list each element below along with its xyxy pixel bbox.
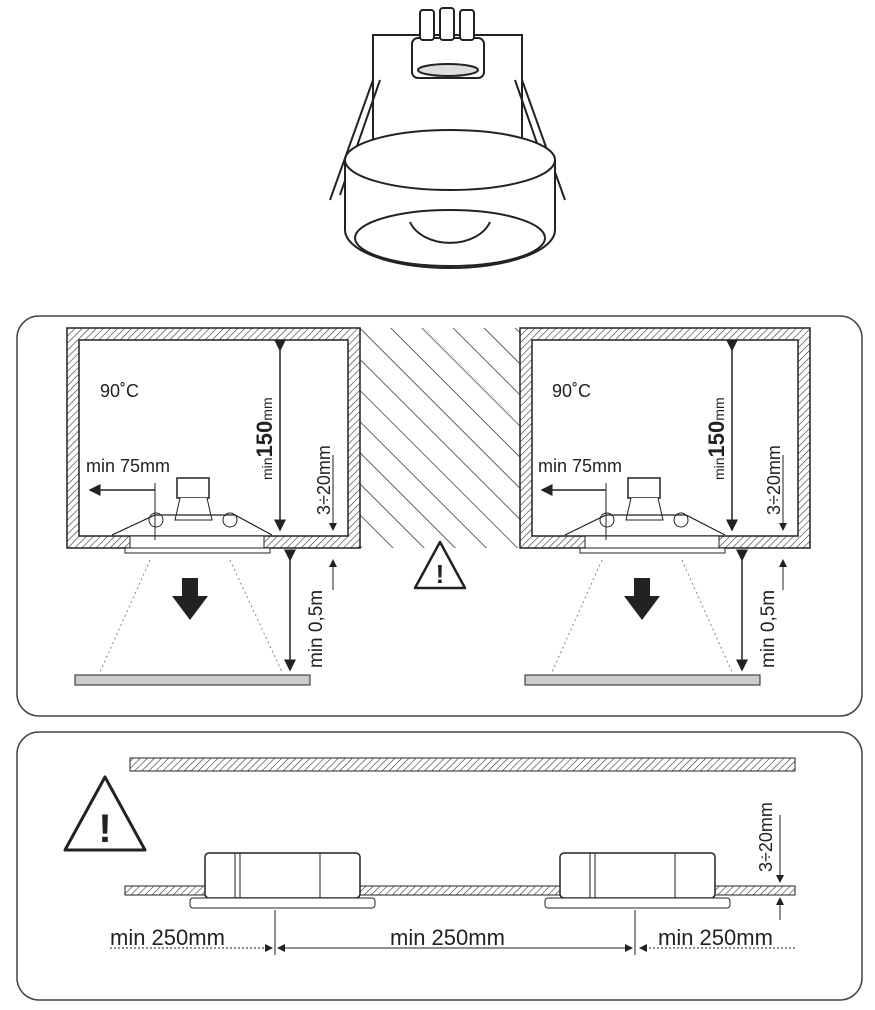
- spacing-panel: [16, 731, 863, 1001]
- down-arrow-icon: [624, 578, 660, 620]
- spacing-left-label: min 250mm: [110, 925, 225, 950]
- spacing-middle-label: min 250mm: [390, 925, 505, 950]
- gap-label: 3÷20mm: [756, 802, 776, 872]
- svg-text:!: !: [436, 559, 445, 589]
- ceiling-top-bar: [129, 757, 796, 772]
- svg-text:!: !: [98, 807, 111, 851]
- distance-label: min 0,5m: [306, 590, 327, 668]
- side-clearance-label: min 75mm: [538, 456, 622, 476]
- gap-label: 3÷20mm: [314, 445, 334, 515]
- ceiling-with-lamps: [124, 852, 796, 909]
- temperature-label: 90˚C: [552, 381, 591, 401]
- warning-icon: !: [63, 775, 147, 852]
- gap-label: 3÷20mm: [764, 445, 784, 515]
- clearance-panel: [16, 315, 863, 717]
- ceiling-box-left: 90˚C min 75mm min150mm 3÷20mm min 0,5m: [66, 327, 361, 686]
- temperature-label: 90˚C: [100, 381, 139, 401]
- side-clearance-label: min 75mm: [86, 456, 170, 476]
- distance-label: min 0,5m: [758, 590, 779, 668]
- min-height-label: min150mm: [704, 397, 729, 480]
- wall-block: [360, 328, 520, 548]
- warning-icon: !: [413, 540, 467, 590]
- spacing-right-label: min 250mm: [658, 925, 773, 950]
- lamp-product-drawing: [329, 7, 566, 269]
- down-arrow-icon: [172, 578, 208, 620]
- min-height-label: min150mm: [252, 397, 277, 480]
- ceiling-box-right: 90˚C min 75mm min150mm 3÷20mm min 0,5m: [519, 327, 811, 686]
